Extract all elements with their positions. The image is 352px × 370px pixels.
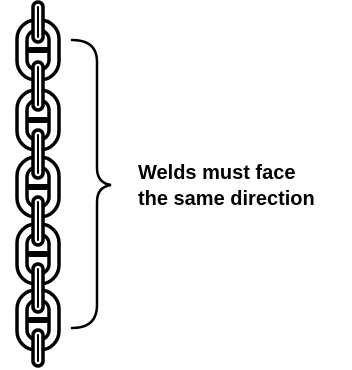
- caption-line-2: the same direction: [138, 188, 315, 210]
- weld-caption: Welds must face the same direction: [138, 160, 315, 212]
- bracket: [70, 38, 112, 330]
- weld-mark: [27, 317, 49, 323]
- chain: [15, 0, 61, 368]
- weld-mark: [27, 47, 49, 53]
- weld-mark: [27, 184, 49, 190]
- weld-mark: [27, 117, 49, 123]
- caption-line-1: Welds must face: [138, 162, 296, 184]
- weld-mark: [27, 251, 49, 257]
